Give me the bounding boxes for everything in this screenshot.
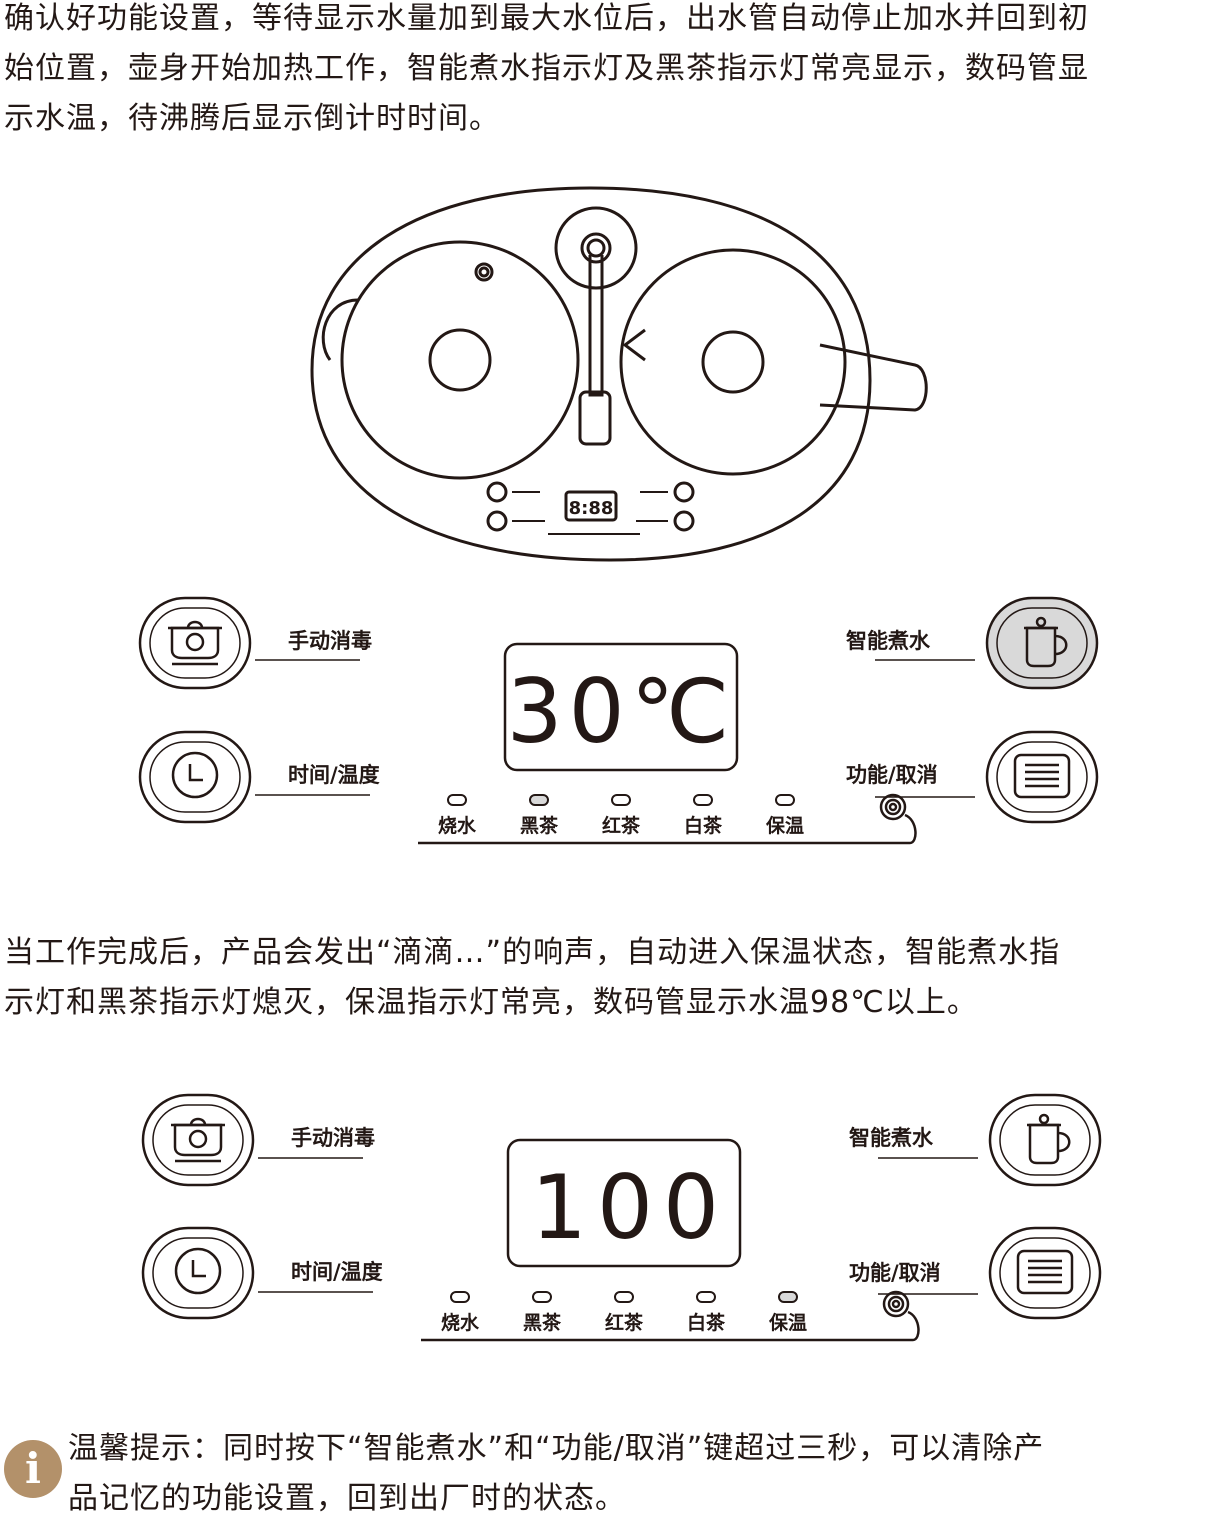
- lcd-display-value: 30℃: [507, 660, 736, 763]
- intro-paragraph: 确认好功能设置，等待显示水量加到最大水位后，出水管自动停止加水并回到初 始位置，…: [4, 0, 1220, 144]
- clock-icon: [171, 751, 219, 799]
- left-kettle: [340, 240, 580, 480]
- indicator-label: 保温: [765, 814, 804, 837]
- indicator-label: 黑茶: [520, 814, 559, 837]
- middle-paragraph: 当工作完成后，产品会发出“滴滴…”的响声，自动进入保温状态，智能煮水指 示灯和黑…: [4, 928, 1220, 1028]
- tip-text: 温馨提示：同时按下“智能煮水”和“功能/取消”键超过三秒，可以清除产 品记忆的功…: [68, 1424, 1044, 1524]
- label-function-cancel: 功能/取消: [849, 1261, 941, 1285]
- indicator-led: [532, 1291, 552, 1303]
- indicator-led: [611, 794, 631, 806]
- indicator-label: 白茶: [687, 1311, 726, 1334]
- smart-boil-button: [988, 1093, 1102, 1187]
- function-cancel-button: [988, 1226, 1102, 1320]
- left-kettle-inner: [428, 328, 492, 392]
- water-outlet: [554, 206, 638, 290]
- indicator-led: [614, 1291, 634, 1303]
- right-kettle-spout: [622, 328, 646, 362]
- indicator-label: 烧水: [441, 1312, 480, 1334]
- label-smart-boil: 智能煮水: [849, 1126, 934, 1150]
- indicator-label: 红茶: [602, 814, 641, 837]
- indicator-led: [778, 1291, 798, 1303]
- right-kettle-inner: [701, 330, 765, 394]
- right-kettle-handle: [819, 343, 928, 412]
- indicator-led: [775, 794, 795, 806]
- menu-icon: [1013, 753, 1071, 799]
- lcd-display: [506, 1138, 742, 1268]
- clock-icon: [174, 1247, 222, 1295]
- indicator-led: [693, 794, 713, 806]
- teapot-icon: [1025, 626, 1057, 668]
- indicator-led: [450, 1291, 470, 1303]
- indicator-label: 白茶: [684, 814, 723, 837]
- device-base-outline: [310, 186, 872, 562]
- left-kettle-handle: [321, 298, 359, 361]
- indicator-led: [447, 794, 467, 806]
- disinfect-pot-icon: [170, 626, 220, 660]
- control-panel-boiling: 手动消毒 时间/温度 智能煮水 功能/取消 30℃ 烧水 黑茶 红茶 白茶 保温: [138, 596, 1099, 845]
- left-kettle-knob: [474, 262, 494, 282]
- indicator-led: [529, 794, 549, 806]
- label-time-temp: 时间/温度: [291, 1260, 383, 1284]
- intro-line: 示水温，待沸腾后显示倒计时时间。: [4, 101, 500, 136]
- tip-line: 品记忆的功能设置，回到出厂时的状态。: [68, 1481, 626, 1516]
- indicator-label: 保温: [768, 1311, 807, 1334]
- intro-line: 始位置，壶身开始加热工作，智能煮水指示灯及黑茶指示灯常亮显示，数码管显: [4, 51, 1089, 86]
- info-icon: i: [4, 1440, 62, 1498]
- mini-display-text: 8:88: [569, 498, 614, 519]
- middle-line: 当工作完成后，产品会发出“滴滴…”的响声，自动进入保温状态，智能煮水指: [4, 935, 1061, 970]
- device-top-view: 8:88: [310, 186, 928, 562]
- right-kettle: [619, 248, 847, 476]
- label-smart-boil: 智能煮水: [846, 629, 931, 653]
- smart-boil-button: [985, 596, 1099, 690]
- label-function-cancel: 功能/取消: [846, 763, 938, 787]
- menu-icon: [1016, 1249, 1074, 1295]
- function-cancel-button: [985, 730, 1099, 824]
- indicator-label: 红茶: [605, 1311, 644, 1334]
- indicator-label: 黑茶: [523, 1311, 562, 1334]
- lcd-display: [503, 642, 739, 772]
- indicator-led: [696, 1291, 716, 1303]
- water-pipe: [588, 255, 604, 397]
- teapot-icon: [1028, 1123, 1060, 1165]
- time-temp-button: [141, 1226, 255, 1320]
- label-disinfect: 手动消毒: [288, 629, 372, 653]
- tip-line: 温馨提示：同时按下“智能煮水”和“功能/取消”键超过三秒，可以清除产: [68, 1431, 1045, 1466]
- disinfect-button: [138, 596, 252, 690]
- middle-line: 示灯和黑茶指示灯熄灭，保温指示灯常亮，数码管显示水温98℃以上。: [4, 985, 978, 1020]
- control-panel-keepwarm: 手动消毒 时间/温度 智能煮水 功能/取消 100 烧水 黑茶 红茶 白茶 保温: [141, 1093, 1102, 1342]
- indicator-label: 烧水: [438, 815, 477, 837]
- intro-line: 确认好功能设置，等待显示水量加到最大水位后，出水管自动停止加水并回到初: [4, 1, 1089, 36]
- label-disinfect: 手动消毒: [291, 1126, 375, 1150]
- lcd-display-value: 100: [531, 1156, 729, 1259]
- time-temp-button: [138, 730, 252, 824]
- label-time-temp: 时间/温度: [288, 763, 380, 787]
- disinfect-pot-icon: [173, 1123, 223, 1157]
- disinfect-button: [141, 1093, 255, 1187]
